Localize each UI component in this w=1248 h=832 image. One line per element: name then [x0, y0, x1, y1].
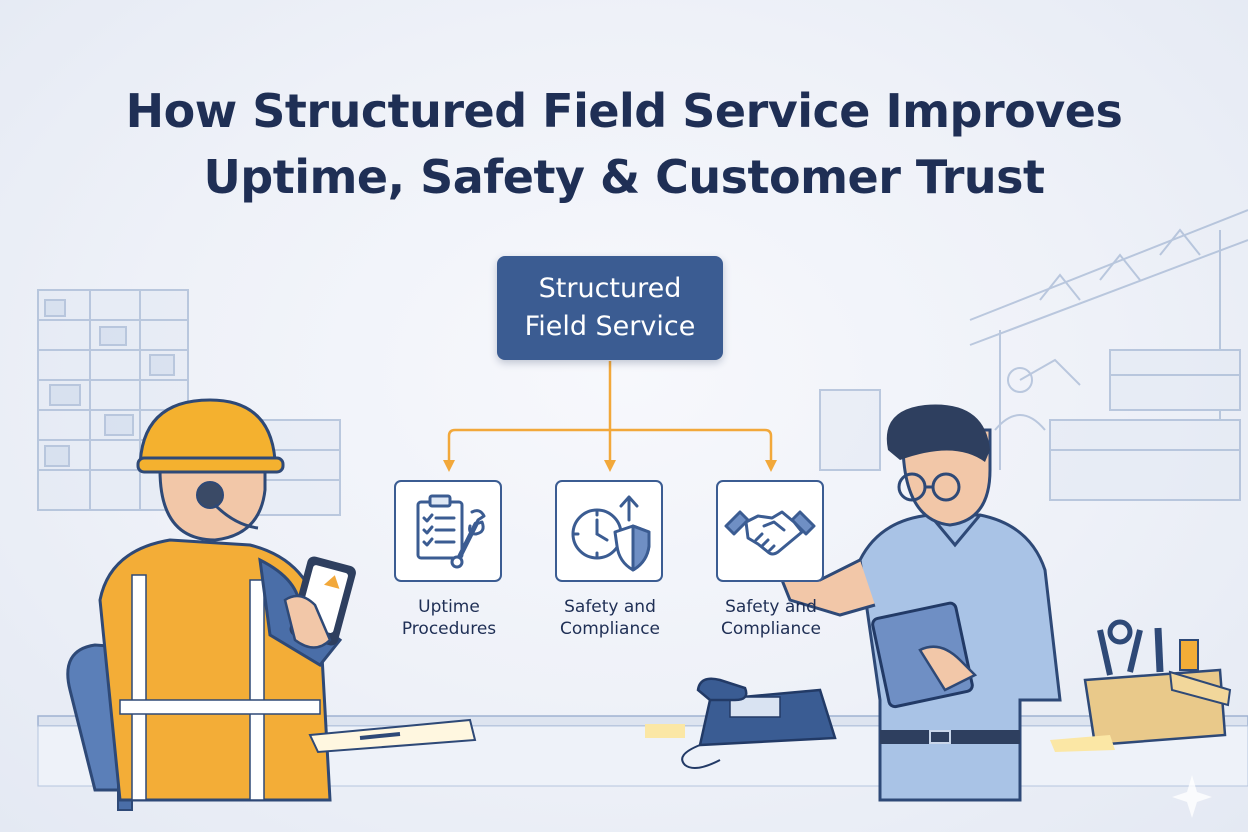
branch-3-label: Safety and Compliance: [686, 596, 856, 640]
title-line-2: Uptime, Safety & Customer Trust: [203, 150, 1045, 204]
clipboard-wrench-icon: [416, 494, 486, 569]
service-manager: [777, 404, 1062, 802]
notebook: [308, 718, 477, 754]
branch-3-label-line-2: Compliance: [720, 619, 822, 639]
branch-2-label-line-2: Compliance: [559, 619, 661, 639]
branch-3-icon-box: [716, 480, 824, 582]
branch-3-label-line-1: Safety and: [725, 597, 817, 617]
branch-2-label-line-1: Safety and: [564, 597, 656, 617]
branch-2-icon-box: [555, 480, 663, 582]
branch-1-label-line-1: Uptime: [418, 597, 480, 617]
branch-1-label-line-2: Procedures: [401, 619, 497, 639]
root-node-line-1: Structured: [538, 273, 682, 304]
title-line-1: How Structured Field Service Improves: [125, 84, 1123, 138]
root-node-line-2: Field Service: [524, 311, 696, 342]
field-technician: [66, 398, 356, 811]
root-node-structured-field-service: Structured Field Service: [497, 256, 723, 360]
factory-background-right: [819, 209, 1248, 501]
toolbox: [1050, 619, 1232, 752]
sparkle-icon: [1172, 775, 1212, 818]
connector-lines: [447, 361, 773, 462]
desk-phone: [645, 677, 837, 770]
handshake-icon: [724, 510, 816, 556]
branch-1-icon-box: [394, 480, 502, 582]
branch-1-label: Uptime Procedures: [364, 596, 534, 640]
branch-2-label: Safety and Compliance: [525, 596, 695, 640]
clock-shield-icon: [571, 495, 651, 572]
